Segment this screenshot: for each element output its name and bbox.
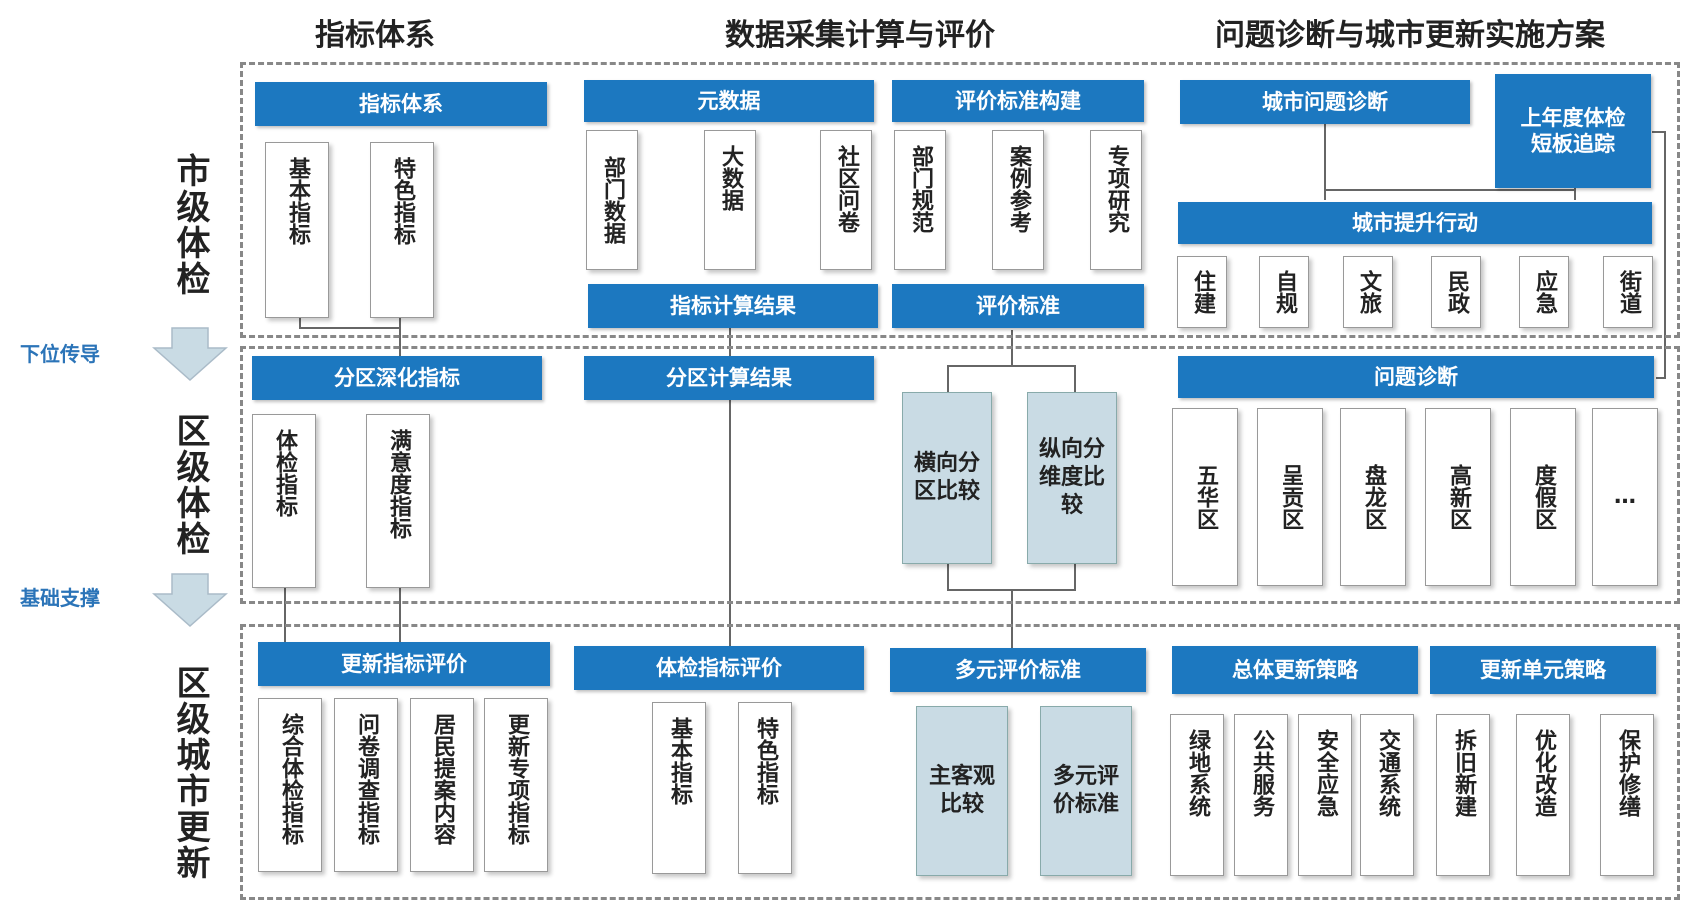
city-eval-standard-header: 评价标准 <box>892 284 1144 328</box>
district-gaoxin-box: 高新区 <box>1425 408 1491 586</box>
city-case-ref-box: 案例参考 <box>992 130 1044 270</box>
renewal-special-box: 更新专项指标 <box>484 698 548 872</box>
renewal-proposal-box: 居民提案内容 <box>410 698 474 872</box>
renewal-safety-box: 安全应急 <box>1298 714 1352 876</box>
city-dept-minzheng-box: 民政 <box>1431 256 1481 328</box>
renewal-unit-header: 更新单元策略 <box>1430 646 1656 694</box>
city-metadata-header: 元数据 <box>584 80 874 122</box>
renewal-protect-box: 保护修缮 <box>1600 714 1654 876</box>
district-panlong-box: 盘龙区 <box>1340 408 1406 586</box>
column-title-diagnosis-plan: 问题诊断与城市更新实施方案 <box>1215 18 1605 53</box>
renewal-green-box: 绿地系统 <box>1170 714 1224 876</box>
renewal-multi-eval-box: 多元评价标准 <box>1040 706 1132 876</box>
district-horizontal-compare-box: 横向分区比较 <box>902 392 992 564</box>
city-dept-norm-box: 部门规范 <box>894 130 946 270</box>
renewal-public-service-box: 公共服务 <box>1234 714 1288 876</box>
city-dept-yingji-box: 应急 <box>1519 256 1569 328</box>
row-label-city: 市级体检 <box>170 153 210 297</box>
row-label-renewal: 区级城市更新 <box>170 664 210 881</box>
renewal-rebuild-box: 拆旧新建 <box>1436 714 1490 876</box>
city-community-survey-box: 社区问卷 <box>820 130 872 270</box>
district-deep-index-header: 分区深化指标 <box>252 356 542 400</box>
district-satisfaction-index-box: 满意度指标 <box>366 414 430 588</box>
district-wuhua-box: 五华区 <box>1172 408 1238 586</box>
renewal-traffic-box: 交通系统 <box>1360 714 1414 876</box>
city-dept-data-box: 部门数据 <box>586 130 638 270</box>
city-dept-wenlv-box: 文旅 <box>1343 256 1393 328</box>
renewal-optimize-box: 优化改造 <box>1516 714 1570 876</box>
band-city-exam <box>240 62 1680 338</box>
city-dept-zhujian-box: 住建 <box>1177 256 1227 328</box>
city-problem-diag-header: 城市问题诊断 <box>1180 80 1470 124</box>
city-calc-result-header: 指标计算结果 <box>588 284 878 328</box>
renewal-feature-index-box: 特色指标 <box>738 702 792 874</box>
city-index-system-header: 指标体系 <box>255 82 547 126</box>
city-dept-jiedao-box: 街道 <box>1603 256 1653 328</box>
district-diagnosis-header: 问题诊断 <box>1178 356 1654 398</box>
column-title-index-system: 指标体系 <box>315 18 435 53</box>
district-vertical-compare-box: 纵向分维度比较 <box>1027 392 1117 564</box>
district-chenggong-box: 呈贡区 <box>1257 408 1323 586</box>
renewal-survey-box: 问卷调查指标 <box>334 698 398 872</box>
renewal-exam-eval-header: 体检指标评价 <box>574 646 864 690</box>
column-title-data-collection: 数据采集计算与评价 <box>725 18 995 53</box>
row-label-district: 区级体检 <box>170 413 210 557</box>
renewal-comprehensive-box: 综合体检指标 <box>258 698 322 872</box>
city-dept-zigui-box: 自规 <box>1259 256 1309 328</box>
city-standard-build-header: 评价标准构建 <box>892 80 1144 122</box>
city-last-year-header: 上年度体检短板追踪 <box>1495 74 1651 188</box>
city-big-data-box: 大数据 <box>704 130 756 270</box>
district-exam-index-box: 体检指标 <box>252 414 316 588</box>
band-district-exam <box>240 346 1680 604</box>
renewal-subj-obj-box: 主客观比较 <box>916 706 1008 876</box>
renewal-overall-header: 总体更新策略 <box>1172 646 1418 694</box>
renewal-eval-header: 更新指标评价 <box>258 642 550 686</box>
city-basic-index-box: 基本指标 <box>265 142 329 318</box>
district-more-box: … <box>1592 408 1658 586</box>
district-calc-result-header: 分区计算结果 <box>584 356 874 400</box>
renewal-multi-standard-header: 多元评价标准 <box>890 648 1146 692</box>
down-arrow-icon <box>152 327 228 382</box>
renewal-basic-index-box: 基本指标 <box>652 702 706 874</box>
band-district-renewal <box>240 624 1680 900</box>
arrow-label-transmit: 下位传导 <box>20 342 100 366</box>
city-feature-index-box: 特色指标 <box>370 142 434 318</box>
arrow-label-support: 基础支撑 <box>20 586 100 610</box>
district-dujia-box: 度假区 <box>1510 408 1576 586</box>
city-special-study-box: 专项研究 <box>1090 130 1142 270</box>
city-upgrade-action-header: 城市提升行动 <box>1178 202 1652 244</box>
down-arrow-icon <box>152 573 228 628</box>
